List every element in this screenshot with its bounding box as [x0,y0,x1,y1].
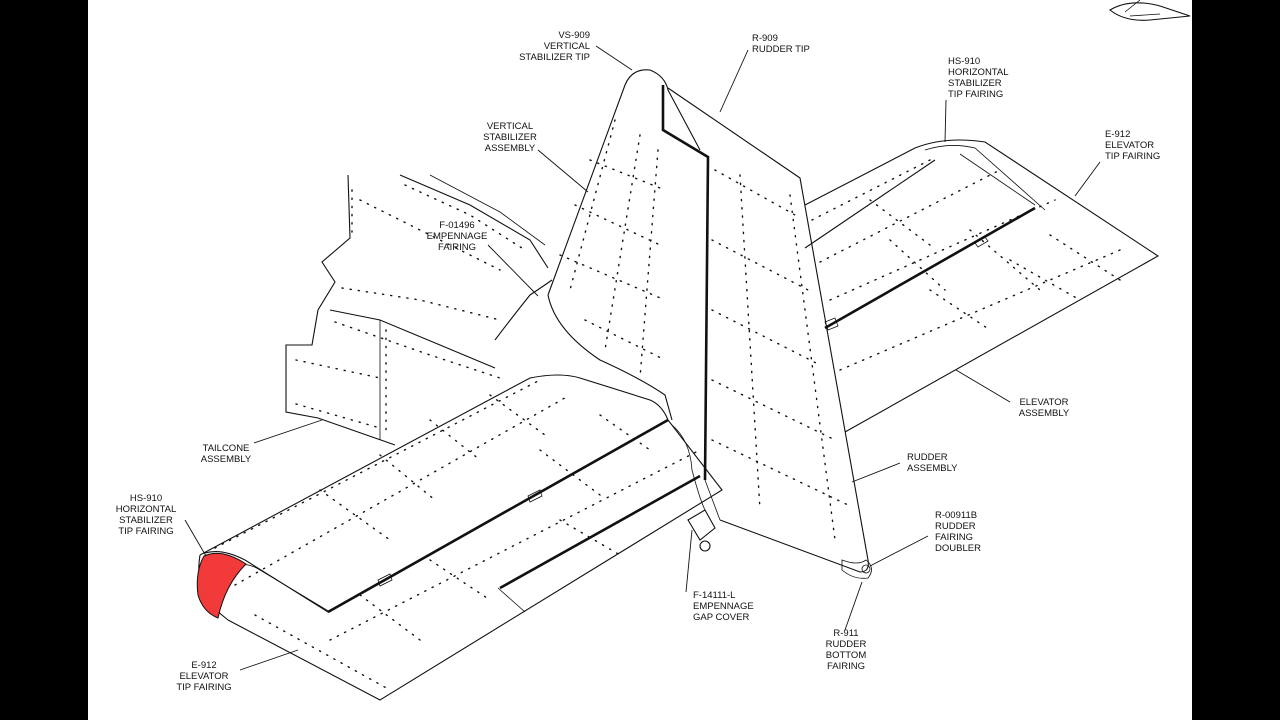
callout-f01496: F-01496 EMPENNAGE FAIRING [427,220,488,253]
callout-tailcone-assembly: TAILCONE ASSEMBLY [201,443,252,465]
label-line: FAIRING [935,532,973,543]
label-line: FAIRING [827,661,865,672]
label-line: HORIZONTAL [948,67,1009,78]
label-line: TIP FAIRING [948,89,1003,100]
label-line: VS-909 [558,30,590,41]
callout-hs910-right: HS-910 HORIZONTAL STABILIZER TIP FAIRING [948,56,1009,100]
label-line: FAIRING [438,242,476,253]
callout-elevator-assembly: ELEVATOR ASSEMBLY [1019,397,1070,419]
callout-vs909: VS-909 VERTICAL STABILIZER TIP [519,30,590,63]
aircraft-thumbnail-icon [1109,0,1191,21]
label-line: TIP FAIRING [118,526,173,537]
rudder [667,87,872,579]
label-line: ELEVATOR [179,671,228,682]
callout-f14111-l: F-14111-L EMPENNAGE GAP COVER [693,590,754,623]
drawing-sheet [88,0,1192,720]
label-line: ASSEMBLY [201,454,252,465]
callout-hs910-left: HS-910 HORIZONTAL STABILIZER TIP FAIRING [116,493,177,537]
label-line: TIP FAIRING [176,682,231,693]
label-line: DOUBLER [935,543,981,554]
label-line: EMPENNAGE [427,231,488,242]
label-line: HORIZONTAL [116,504,177,515]
label-line: ASSEMBLY [485,143,536,154]
callout-r911: R-911 RUDDER BOTTOM FAIRING [826,628,867,672]
label-line: VERTICAL [487,121,533,132]
label-line: RUDDER TIP [752,44,810,55]
label-line: ASSEMBLY [907,463,958,474]
label-line: STABILIZER [948,78,1002,89]
hs910-tip-fairing-highlight [196,552,247,619]
label-line: EMPENNAGE [693,601,754,612]
label-line: STABILIZER TIP [519,52,590,63]
label-line: F-01496 [439,220,474,231]
label-line: HS-910 [948,56,980,67]
label-line: R-909 [752,33,778,44]
callout-rudder-assembly: RUDDER ASSEMBLY [907,452,958,474]
callout-r909: R-909 RUDDER TIP [752,33,810,55]
leader-lines [184,45,1101,671]
label-line: STABILIZER [483,132,537,143]
vertical-stabilizer [547,69,710,481]
right-horizontal-stabilizer [804,139,1160,433]
label-line: HS-910 [130,493,162,504]
label-line: R-00911B [935,510,977,521]
label-line: BOTTOM [826,650,867,661]
label-line: RUDDER [935,521,976,532]
label-line: TAILCONE [203,443,250,454]
label-line: RUDDER [907,452,948,463]
tailcone-assembly [285,174,553,446]
label-line: STABILIZER [119,515,173,526]
label-line: F-14111-L [693,590,735,601]
label-line: TIP FAIRING [1105,151,1160,162]
label-line: ASSEMBLY [1019,408,1070,419]
label-line: ELEVATOR [1019,397,1068,408]
left-horizontal-stabilizer [198,374,723,701]
label-line: E-912 [191,660,216,671]
callout-e912-left: E-912 ELEVATOR TIP FAIRING [176,660,231,693]
label-line: GAP COVER [693,612,749,623]
label-line: VERTICAL [544,41,590,52]
label-line: ELEVATOR [1105,140,1154,151]
callout-vertical-stabilizer-assembly: VERTICAL STABILIZER ASSEMBLY [483,121,537,154]
callout-r00911b: R-00911B RUDDER FAIRING DOUBLER [935,510,981,554]
label-line: RUDDER [826,639,867,650]
label-line: E-912 [1105,129,1130,140]
label-line: R-911 [833,628,858,639]
empennage-gap-cover [671,424,716,552]
callout-e912-right: E-912 ELEVATOR TIP FAIRING [1105,129,1160,162]
